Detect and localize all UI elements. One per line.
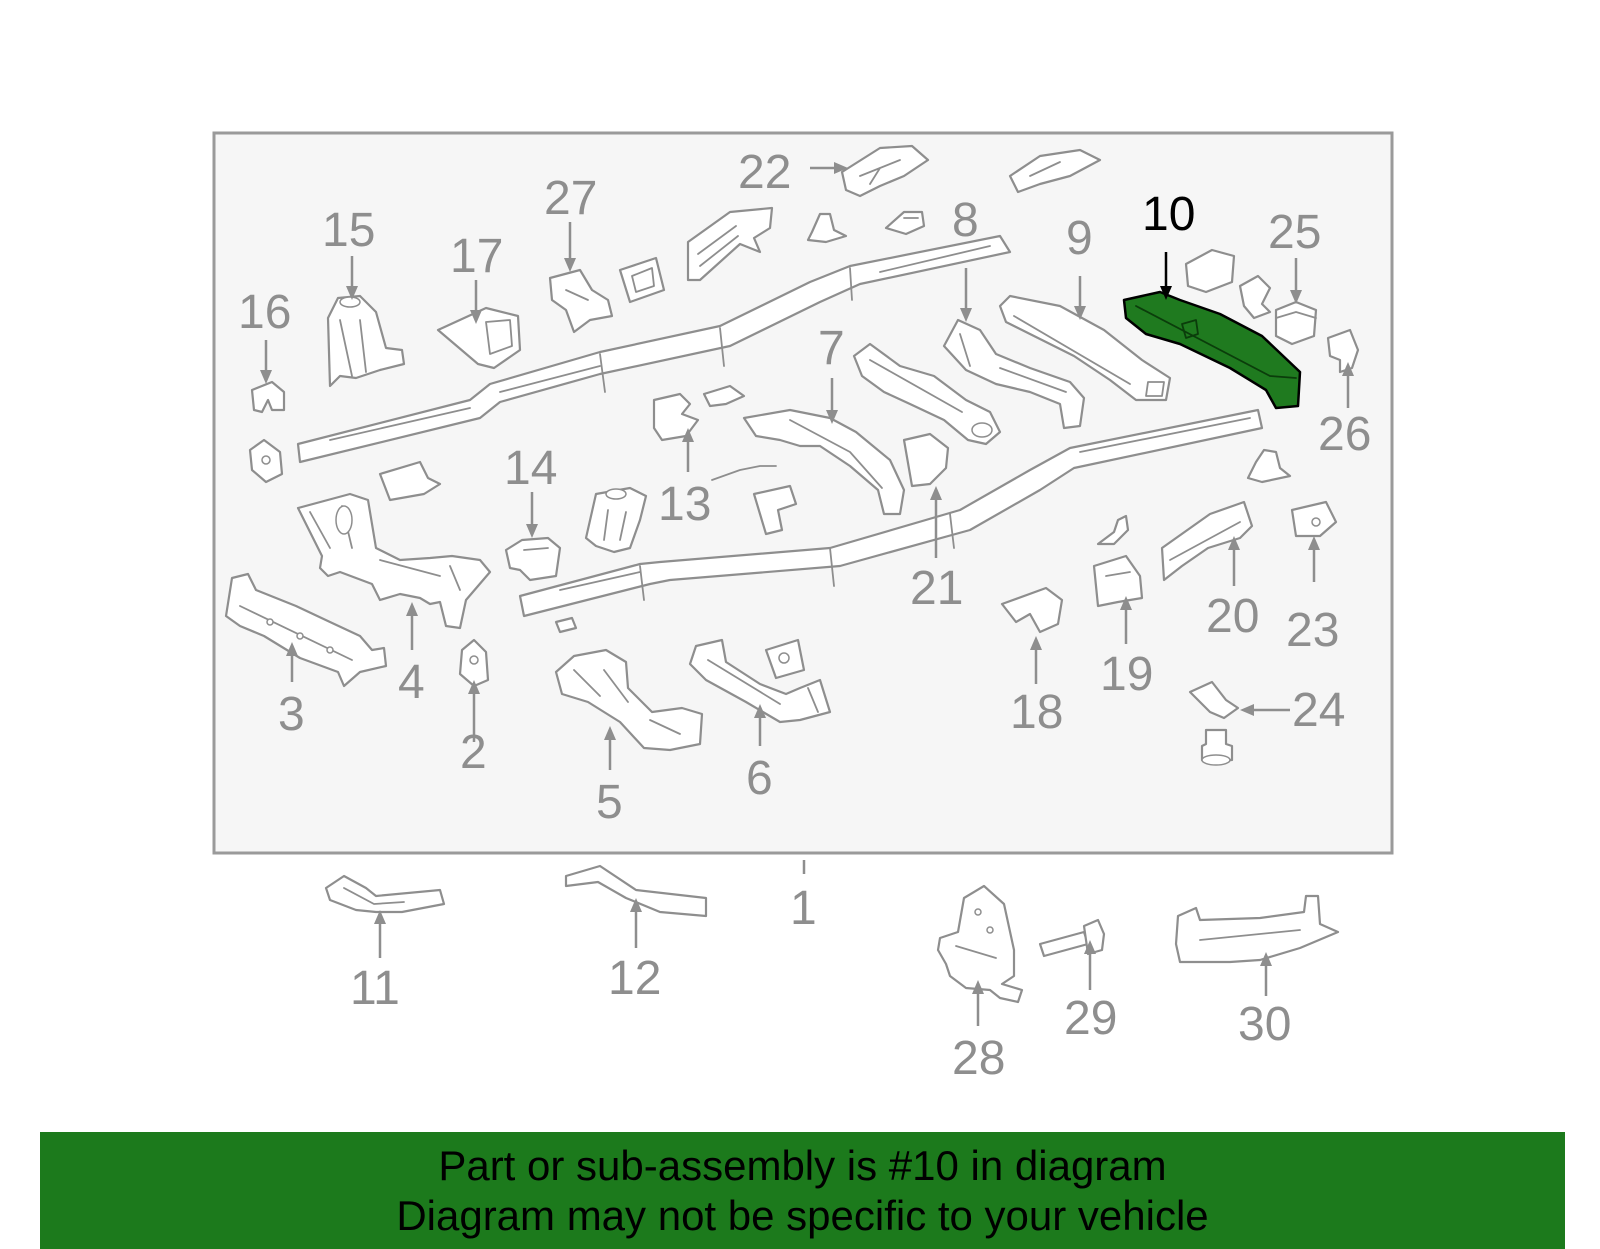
part-14-bracket (504, 536, 562, 582)
callout-18: 18 (1010, 686, 1063, 739)
part-mount-k (1246, 448, 1292, 484)
callout-20: 20 (1206, 590, 1259, 643)
part-22b-bracket (1008, 148, 1102, 194)
frame-rail-upper (296, 234, 1012, 464)
callout-8: 8 (952, 194, 979, 247)
part-11-bracket (324, 874, 446, 914)
callout-9: 9 (1066, 212, 1093, 265)
part-washer-m (554, 616, 578, 634)
part-6-crossmember (688, 638, 832, 724)
part-13-bracket (652, 392, 700, 442)
part-20-bracket (1160, 500, 1254, 582)
callout-10: 10 (1142, 188, 1195, 241)
callout-28: 28 (952, 1032, 1005, 1085)
part-23-bracket (1290, 500, 1338, 538)
part-10-highlighted (1122, 290, 1302, 410)
leader-10 (1160, 252, 1172, 300)
part-pad-i (1184, 248, 1236, 294)
part-21-bracket (902, 432, 950, 488)
part-mount-g (584, 486, 648, 554)
part-28-bracket (936, 884, 1024, 1004)
callout-29: 29 (1064, 992, 1117, 1045)
part-bracket-b (686, 206, 774, 282)
part-25-pad (1274, 300, 1318, 346)
callout-11: 11 (350, 962, 400, 1015)
part-plate-f (378, 460, 442, 502)
callout-23: 23 (1286, 604, 1339, 657)
part-12-bracket (564, 864, 708, 918)
leader-lines (260, 162, 1354, 1026)
part-3-crossmember (224, 572, 388, 688)
callout-12: 12 (608, 952, 661, 1005)
callout-25: 25 (1268, 206, 1321, 259)
part-17-bracket (436, 306, 522, 370)
callout-27: 27 (544, 172, 597, 225)
part-2-gusset (458, 638, 490, 688)
part-22-bracket (840, 144, 930, 198)
callout-19: 19 (1100, 648, 1153, 701)
part-crossmember-h (852, 342, 1002, 446)
callout-5: 5 (596, 776, 623, 829)
callout-7: 7 (818, 322, 845, 375)
callout-14: 14 (504, 442, 557, 495)
part-clip-l (1096, 514, 1130, 546)
part-plate-n (764, 638, 806, 680)
part-15-bracket (326, 294, 406, 388)
part-small-c (806, 212, 848, 244)
part-27-bracket (548, 268, 614, 334)
callout-17: 17 (450, 230, 503, 283)
part-13b-bracket (702, 384, 746, 408)
part-7-crossmember (742, 408, 906, 516)
callout-16: 16 (238, 286, 291, 339)
part-24-bolt (1200, 728, 1234, 766)
part-19-bracket (1092, 554, 1144, 608)
callout-21: 21 (910, 562, 963, 615)
part-4-crossmember (296, 492, 492, 630)
part-18-bracket (1000, 586, 1064, 634)
part-16-bracket (250, 380, 286, 414)
callout-30: 30 (1238, 998, 1291, 1051)
frame-rail-lower (518, 408, 1264, 618)
callout-22: 22 (738, 146, 791, 199)
part-24-bracket (1188, 680, 1240, 720)
callout-24: 24 (1292, 684, 1345, 737)
part-small-d (884, 210, 926, 236)
part-plate-a (618, 256, 666, 304)
callout-2: 2 (460, 726, 487, 779)
callout-26: 26 (1318, 408, 1371, 461)
part-9-crossmember (998, 294, 1172, 402)
banner-line-1: Part or sub-assembly is #10 in diagram (438, 1141, 1167, 1189)
part-5-crossmember (554, 648, 704, 752)
info-banner: Part or sub-assembly is #10 in diagram D… (40, 1132, 1565, 1249)
part-gusset-e (248, 438, 284, 484)
callout-4: 4 (398, 656, 425, 709)
callout-15: 15 (322, 204, 375, 257)
part-13c-bracket (752, 484, 798, 536)
callout-6: 6 (746, 752, 773, 805)
callout-labels: 1 2 3 4 5 6 7 8 9 10 11 12 13 14 15 16 1… (238, 146, 1371, 1085)
callout-13: 13 (658, 478, 711, 531)
part-8-crossmember (942, 318, 1086, 430)
part-rod (711, 465, 777, 481)
callout-1: 1 (790, 882, 817, 935)
part-bracket-j (1238, 274, 1272, 320)
banner-line-2: Diagram may not be specific to your vehi… (396, 1191, 1209, 1239)
part-30-bracket (1174, 894, 1340, 964)
callout-3: 3 (278, 688, 305, 741)
